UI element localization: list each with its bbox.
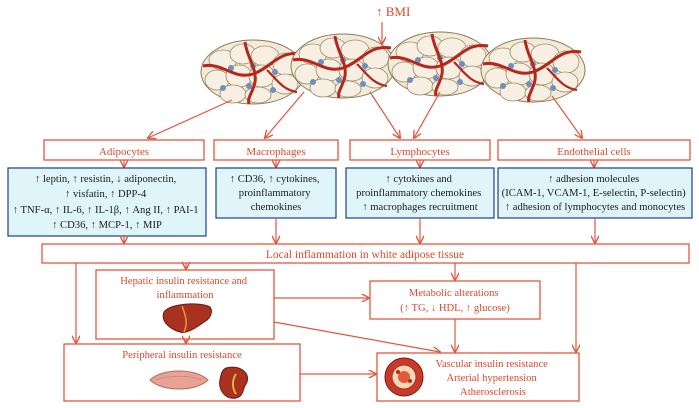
macrophages-line-3: chemokines: [251, 202, 302, 213]
macrophages-info-text: ↑ CD36, ↑ cytokines, proinflammatory che…: [230, 174, 322, 213]
vascular-text: Vascular insulin resistance Arterial hyp…: [435, 359, 550, 398]
lymphocytes-info-box: [345, 167, 495, 219]
endothelial-line-3: ↑ adhesion of lymphocytes and monocytes: [505, 202, 685, 213]
kidney-icon: [219, 366, 248, 399]
lymphocytes-line-3: ↑ macrophages recruitment: [362, 202, 477, 213]
lymphocytes-line-2: proinflammatory chemokines: [356, 188, 481, 199]
local-inflammation-box: [41, 243, 690, 264]
adipose-tissue-image-4: [479, 36, 587, 104]
artery-cross-section-icon: [384, 357, 424, 397]
metabolic-box: [369, 280, 541, 320]
vascular-line-1: Vascular insulin resistance: [435, 359, 548, 370]
metabolic-line-2: (↑ TG, ↓ HDL, ↑ glucose): [400, 303, 510, 314]
adipocytes-title: Adipocytes: [99, 146, 149, 158]
hepatic-line-1: Hepatic insulin resistance and: [120, 276, 247, 287]
vascular-line-3: Atherosclerosis: [460, 387, 526, 398]
lymphocytes-title: Lymphocytes: [390, 146, 449, 158]
macrophages-title: Macrophages: [246, 146, 305, 158]
endothelial-info-text: ↑ adhesion molecules (ICAM-1, VCAM-1, E-…: [502, 174, 689, 213]
adipocytes-line-4: ↑ CD36, ↑ MCP-1, ↑ MIP: [52, 220, 162, 231]
peripheral-label: Peripheral insulin resistance: [122, 350, 242, 361]
arrow-tissue-to-adipocytes: [148, 99, 233, 138]
muscle-icon: [149, 370, 209, 390]
local-inflammation-label: Local inflammation in white adipose tiss…: [266, 249, 464, 261]
adipose-tissue-image-1: [199, 38, 307, 106]
adipocytes-line-1: ↑ leptin, ↑ resistin, ↓ adiponectin,: [35, 174, 176, 185]
metabolic-text: Metabolic alterations (↑ TG, ↓ HDL, ↑ gl…: [400, 288, 510, 314]
vascular-line-2: Arterial hypertension: [447, 373, 538, 384]
lymphocytes-info-text: ↑ cytokines and proinflammatory chemokin…: [356, 174, 484, 213]
metabolic-line-1: Metabolic alterations: [409, 288, 499, 299]
arrow-tissue-to-lymphocytes-a: [369, 91, 400, 138]
endothelial-line-1: ↑ adhesion molecules: [548, 174, 639, 185]
endothelial-line-2: (ICAM-1, VCAM-1, E-selectin, P-selectin): [502, 188, 686, 199]
hepatic-line-2: inflammation: [156, 290, 214, 301]
adipose-tissue-image-3: [386, 30, 494, 98]
endothelial-info-box: [497, 167, 693, 219]
macrophages-info-box: [215, 167, 337, 219]
endothelial-title: Endothelial cells: [557, 146, 631, 158]
arrow-tissue-to-endothelial: [551, 95, 582, 138]
adipocytes-info-text: ↑ leptin, ↑ resistin, ↓ adiponectin, ↑ v…: [13, 174, 201, 231]
arrow-tissue-to-lymphocytes-b: [414, 91, 441, 138]
adipocytes-line-2: ↑ visfatin, ↑ DPP-4: [65, 189, 147, 200]
arrow-hepatic-to-vascular: [273, 321, 440, 352]
arrow-tissue-to-macrophages: [265, 91, 305, 138]
lymphocytes-line-1: ↑ cytokines and: [385, 174, 452, 185]
adipose-tissue-image-2: [289, 32, 397, 100]
macrophages-line-2: proinflammatory: [239, 188, 311, 199]
adipocytes-info-box: [7, 167, 207, 237]
bmi-label: ↑ BMI: [376, 4, 410, 19]
hepatic-text: Hepatic insulin resistance and inflammat…: [120, 276, 249, 301]
macrophages-line-1: ↑ CD36, ↑ cytokines,: [230, 174, 320, 185]
liver-icon: [162, 303, 212, 333]
adipocytes-line-3: ↑ TNF-α, ↑ IL-6, ↑ IL-1β, ↑ Ang II, ↑ PA…: [13, 205, 199, 216]
